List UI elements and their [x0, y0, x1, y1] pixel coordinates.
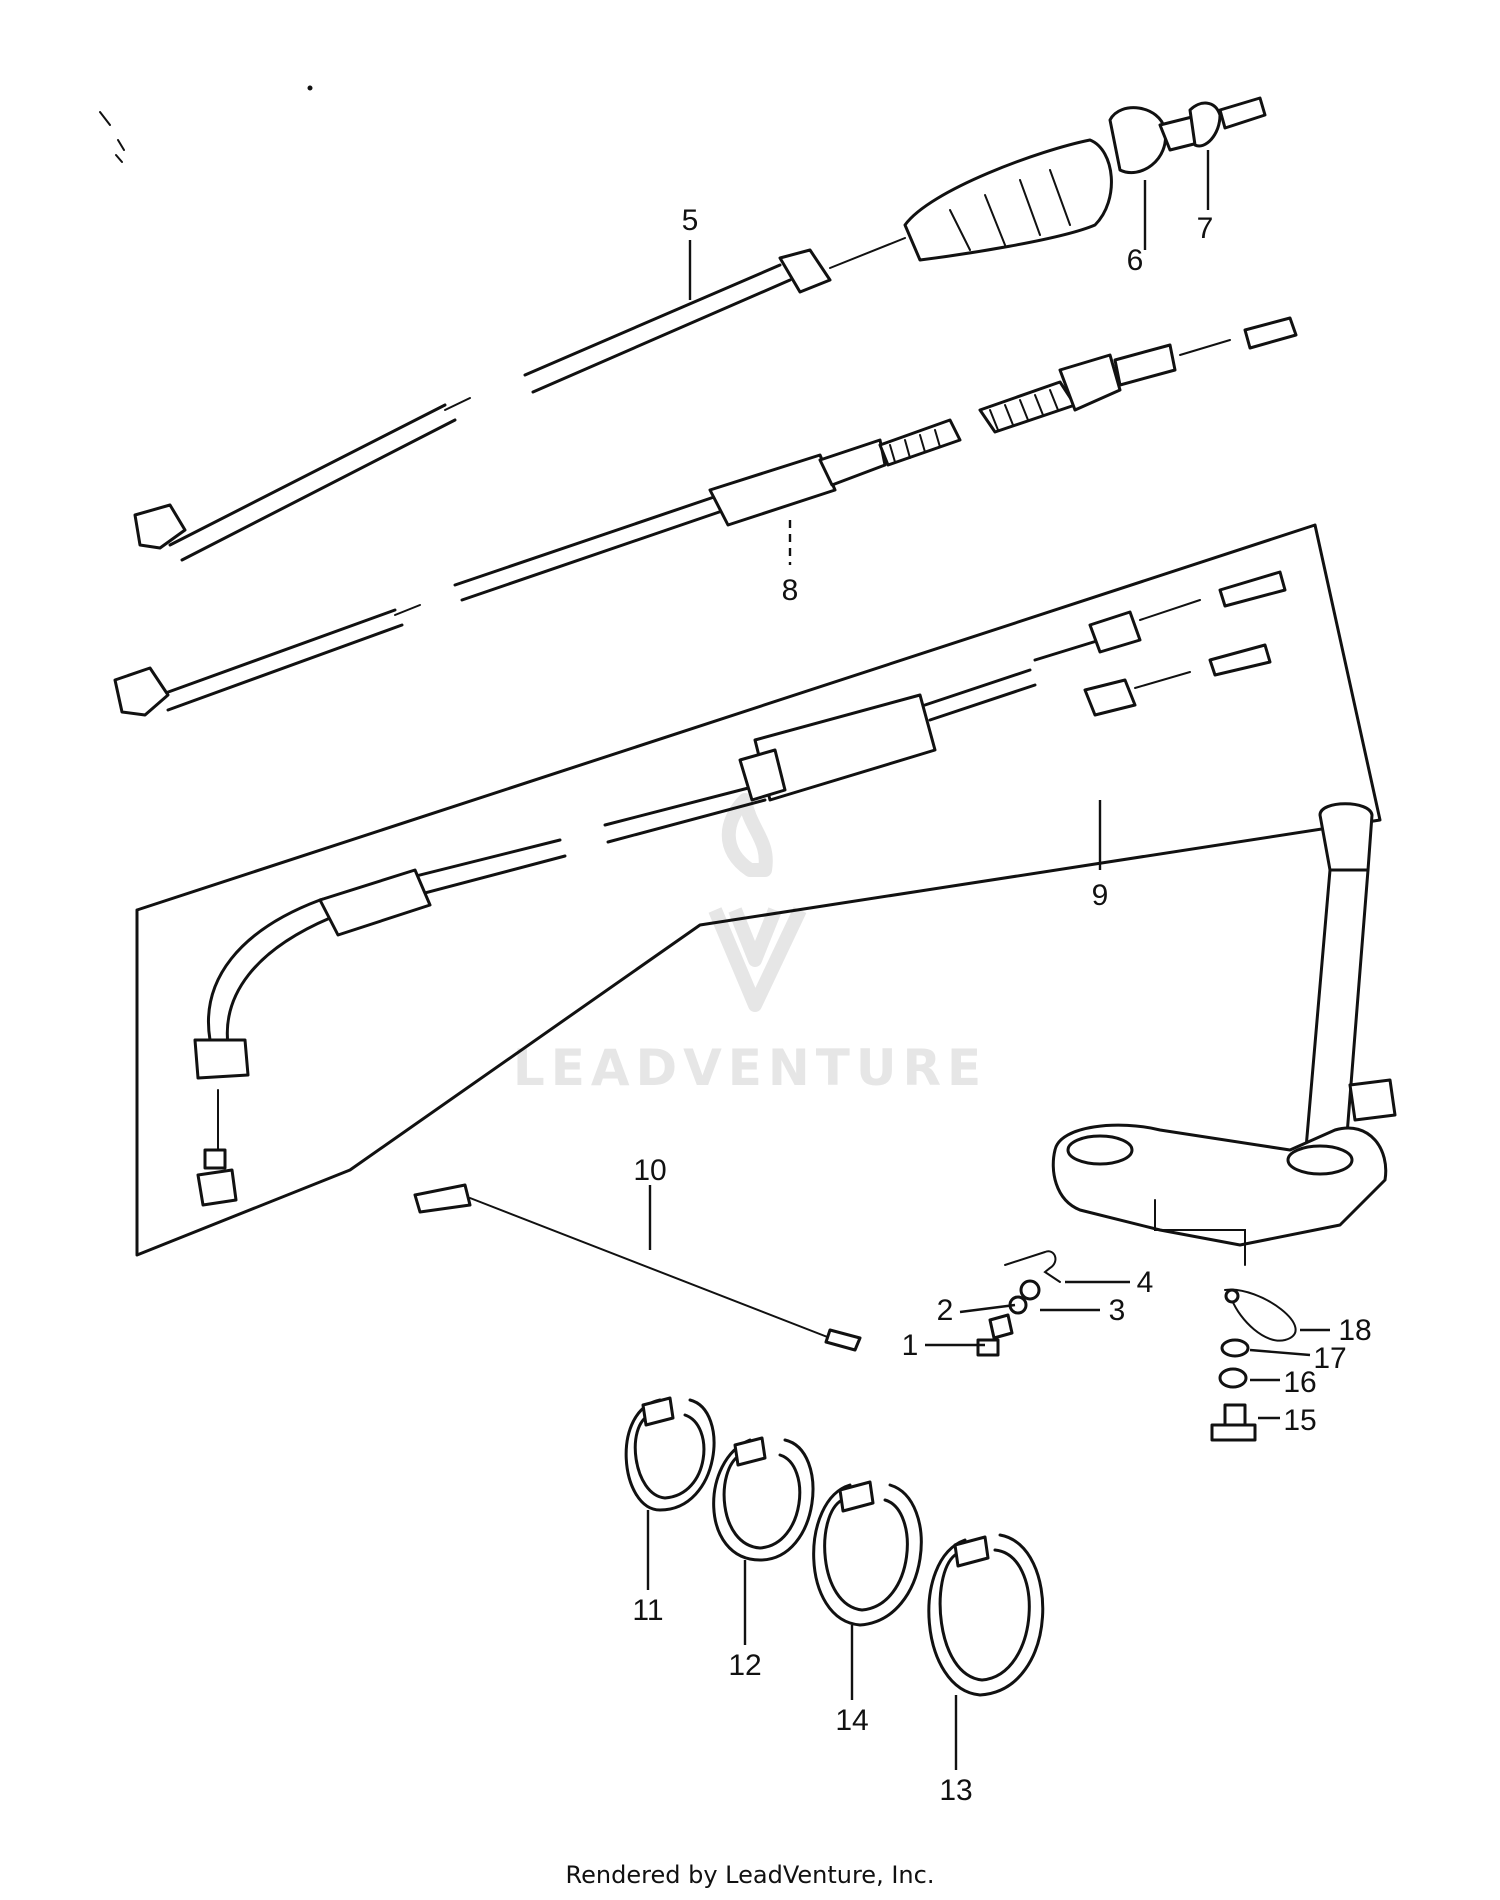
- part-9-cable: [193, 570, 1287, 1207]
- watermark-logo: LEADVENTURE: [513, 793, 987, 1097]
- callout-17: 17: [1313, 1342, 1346, 1375]
- part-7-adjuster: [1158, 96, 1267, 152]
- callout-11: 11: [632, 1594, 663, 1627]
- leader-lines: [646, 150, 1330, 1770]
- part-6-spring-boot: [903, 106, 1167, 262]
- footer-credit: Rendered by LeadVenture, Inc.: [566, 1861, 935, 1889]
- band-12: [712, 1436, 815, 1562]
- callouts: 5 6 7 8 9 10 4 3 2 1 18 17 16 15 11 12 1…: [632, 204, 1371, 1807]
- callout-16: 16: [1283, 1366, 1316, 1399]
- hardware-1-4: [976, 1250, 1061, 1357]
- callout-13: 13: [939, 1774, 972, 1807]
- callout-1: 1: [902, 1329, 919, 1362]
- callout-8: 8: [782, 574, 799, 607]
- scan-marks: [99, 85, 313, 163]
- watermark-text: LEADVENTURE: [513, 1039, 987, 1097]
- callout-2: 2: [937, 1294, 954, 1327]
- callout-10: 10: [633, 1154, 666, 1187]
- callout-14: 14: [835, 1704, 868, 1737]
- band-11: [624, 1396, 716, 1512]
- callout-4: 4: [1137, 1266, 1154, 1299]
- part-5-cable: [133, 237, 906, 562]
- part-8-cable: [113, 316, 1298, 717]
- callout-6: 6: [1127, 244, 1144, 277]
- callout-3: 3: [1109, 1294, 1126, 1327]
- callout-9: 9: [1092, 879, 1109, 912]
- callout-7: 7: [1197, 212, 1214, 245]
- callout-5: 5: [682, 204, 699, 237]
- part-9-assembly-frame: [135, 523, 1382, 1257]
- hardware-15-18: [1210, 1288, 1297, 1442]
- band-14: [812, 1480, 923, 1627]
- steering-stem: [1051, 802, 1397, 1266]
- part-10-wire: [413, 1183, 862, 1352]
- callout-15: 15: [1283, 1404, 1316, 1437]
- band-13: [927, 1533, 1045, 1697]
- callout-12: 12: [728, 1649, 761, 1682]
- callout-18: 18: [1338, 1314, 1371, 1347]
